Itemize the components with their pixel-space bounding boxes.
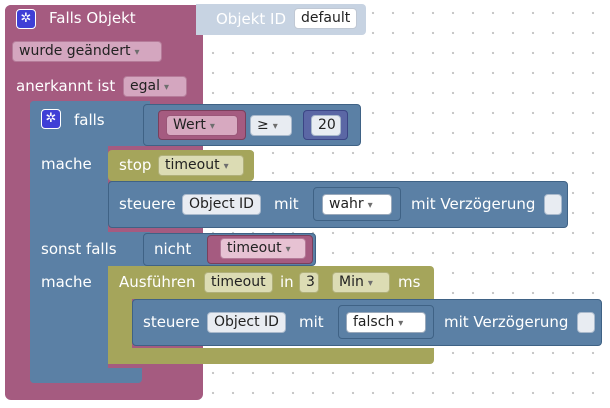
timeout-block-foot: [108, 348, 434, 364]
condition-dropdown[interactable]: wurde geändert▾: [12, 41, 162, 62]
event-title: Falls Objekt: [49, 9, 136, 27]
control2-object-field[interactable]: Object ID: [207, 312, 286, 333]
not-var-dropdown[interactable]: timeout▾: [220, 238, 306, 259]
stop-timer-value: timeout: [165, 157, 220, 173]
dropdown-arrow-icon: ▾: [272, 121, 278, 132]
control-delay-label: mit Verzögerung: [411, 195, 536, 213]
stop-timer-dropdown[interactable]: timeout▾: [158, 155, 244, 176]
dropdown-arrow-icon: ▾: [209, 121, 215, 132]
timeout-amount-field[interactable]: 3: [299, 272, 319, 293]
dropdown-arrow-icon: ▾: [223, 161, 229, 172]
control-delay-checkbox[interactable]: [544, 194, 562, 215]
control2-value-dropdown[interactable]: falsch▾: [346, 312, 426, 333]
control2-delay-label: mit Verzögerung: [444, 313, 569, 331]
timeout-ms-label: ms: [398, 273, 421, 291]
else-if-label: sonst falls: [41, 240, 117, 258]
timeout-block-side: [108, 266, 132, 364]
if-label: falls: [74, 111, 105, 129]
timeout-in-label: in: [280, 273, 294, 291]
control-value: wahr: [329, 196, 364, 212]
else-if-row: [30, 232, 150, 268]
object-id-field[interactable]: default: [294, 8, 358, 29]
acknowledged-value: egal: [130, 78, 160, 94]
event-block-foot: [5, 384, 203, 400]
gear-icon[interactable]: ✲: [41, 109, 61, 129]
stop-label: stop: [119, 156, 152, 174]
operator-value: ≥: [257, 117, 269, 133]
dropdown-arrow-icon: ▾: [285, 244, 291, 255]
compare-left-value: Wert: [173, 117, 206, 133]
acknowledged-dropdown[interactable]: egal▾: [123, 76, 187, 97]
do2-label: mache: [41, 273, 92, 291]
do-label: mache: [41, 155, 92, 173]
event-block-header: [5, 5, 203, 35]
not-var-value: timeout: [227, 240, 282, 256]
control2-delay-checkbox[interactable]: [577, 312, 595, 333]
dropdown-arrow-icon: ▾: [163, 82, 169, 93]
not-label: nicht: [154, 240, 192, 258]
dropdown-arrow-icon: ▾: [398, 318, 404, 329]
condition-value: wurde geändert: [19, 43, 131, 59]
compare-right-field[interactable]: 20: [311, 115, 341, 136]
compare-left-dropdown[interactable]: Wert▾: [166, 115, 238, 136]
dropdown-arrow-icon: ▾: [367, 278, 373, 289]
control-with-label: mit: [274, 195, 299, 213]
gear-icon[interactable]: ✲: [16, 9, 36, 29]
timeout-var-field[interactable]: timeout: [204, 272, 273, 293]
control2-value: falsch: [353, 314, 395, 330]
timeout-label: Ausführen: [119, 273, 196, 291]
control-value-dropdown[interactable]: wahr▾: [322, 194, 392, 215]
object-id-label: Objekt ID: [216, 10, 287, 28]
control-object-field[interactable]: Object ID: [182, 194, 261, 215]
operator-dropdown[interactable]: ≥▾: [250, 115, 292, 136]
control2-with-label: mit: [299, 313, 324, 331]
timeout-unit-dropdown[interactable]: Min▾: [332, 272, 390, 293]
dropdown-arrow-icon: ▾: [134, 47, 140, 58]
timeout-unit-value: Min: [339, 274, 364, 290]
dropdown-arrow-icon: ▾: [367, 200, 373, 211]
if-footer: [30, 368, 142, 383]
control2-label: steuere: [143, 313, 200, 331]
acknowledged-label: anerkannt ist: [16, 77, 116, 95]
control-label: steuere: [119, 195, 176, 213]
